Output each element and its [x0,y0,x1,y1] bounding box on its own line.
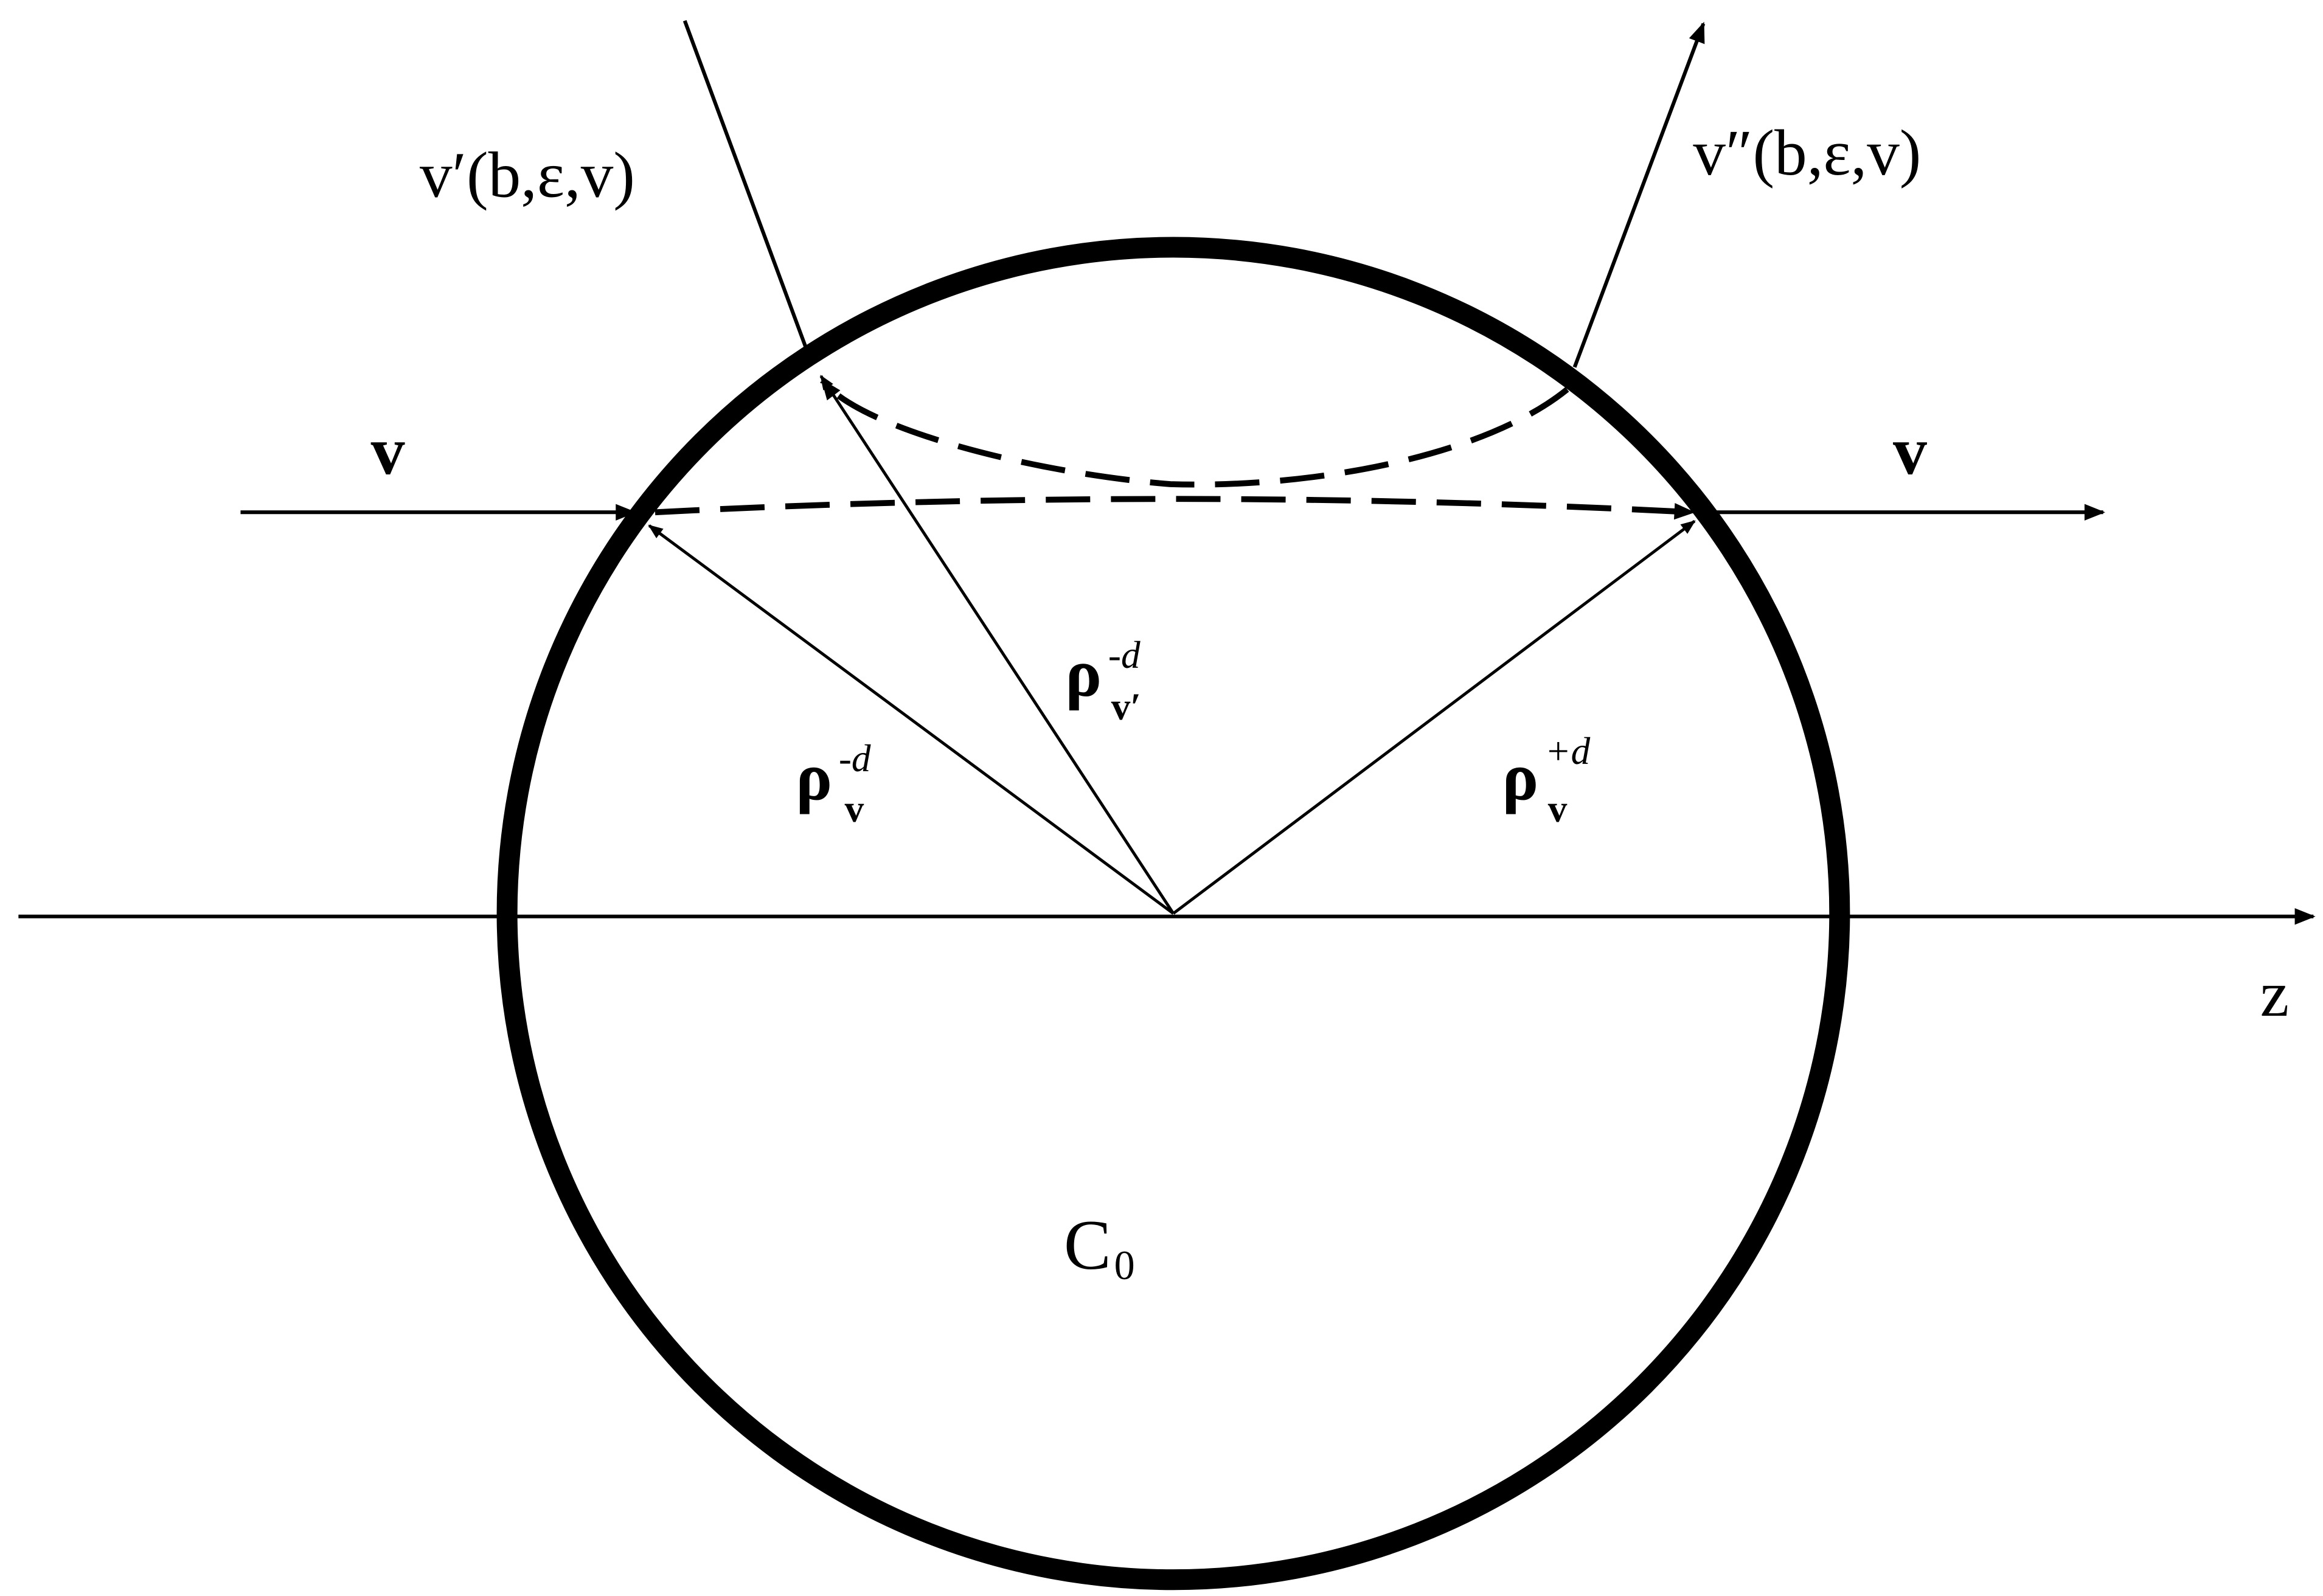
rho-v-plus-d-subscript: v [1548,788,1568,830]
rho-v-plus-d-superscript: +d [1545,730,1591,772]
v-double-prime-arrow [1572,21,1706,368]
v-left-label: v [371,414,405,489]
rho-v-minus-d-vector [648,524,1175,915]
rho-v-prime-minus-d-subscript: v′ [1111,685,1141,728]
dashed-straight-trajectory [655,496,1695,520]
rho-v-prime-minus-d-symbol: ρ [1065,636,1102,711]
rho-v-minus-d-subscript: v [845,788,864,830]
v-right-label: v [1893,414,1927,489]
v-prime-label: v′(b,ε,v) [420,140,635,212]
c0-label: C [1064,1206,1111,1285]
rho-v-prime-minus-d-vector [819,375,1175,915]
v-double-prime-label: v″(b,ε,v) [1693,117,1921,189]
dashed-deflected-trajectory [820,378,1569,488]
rho-v-minus-d-symbol: ρ [796,739,832,814]
rho-v-minus-d-superscript: -d [839,737,871,780]
rho-v-plus-d-vector [1172,519,1696,915]
rho-v-plus-d-symbol: ρ [1502,739,1538,814]
z-axis-label: z [2260,959,2290,1030]
circle-c0 [496,237,1850,1591]
rho-v-prime-minus-d-superscript: -d [1108,634,1141,676]
v-prime-line [682,20,810,353]
c0-subscript: 0 [1114,1242,1135,1288]
